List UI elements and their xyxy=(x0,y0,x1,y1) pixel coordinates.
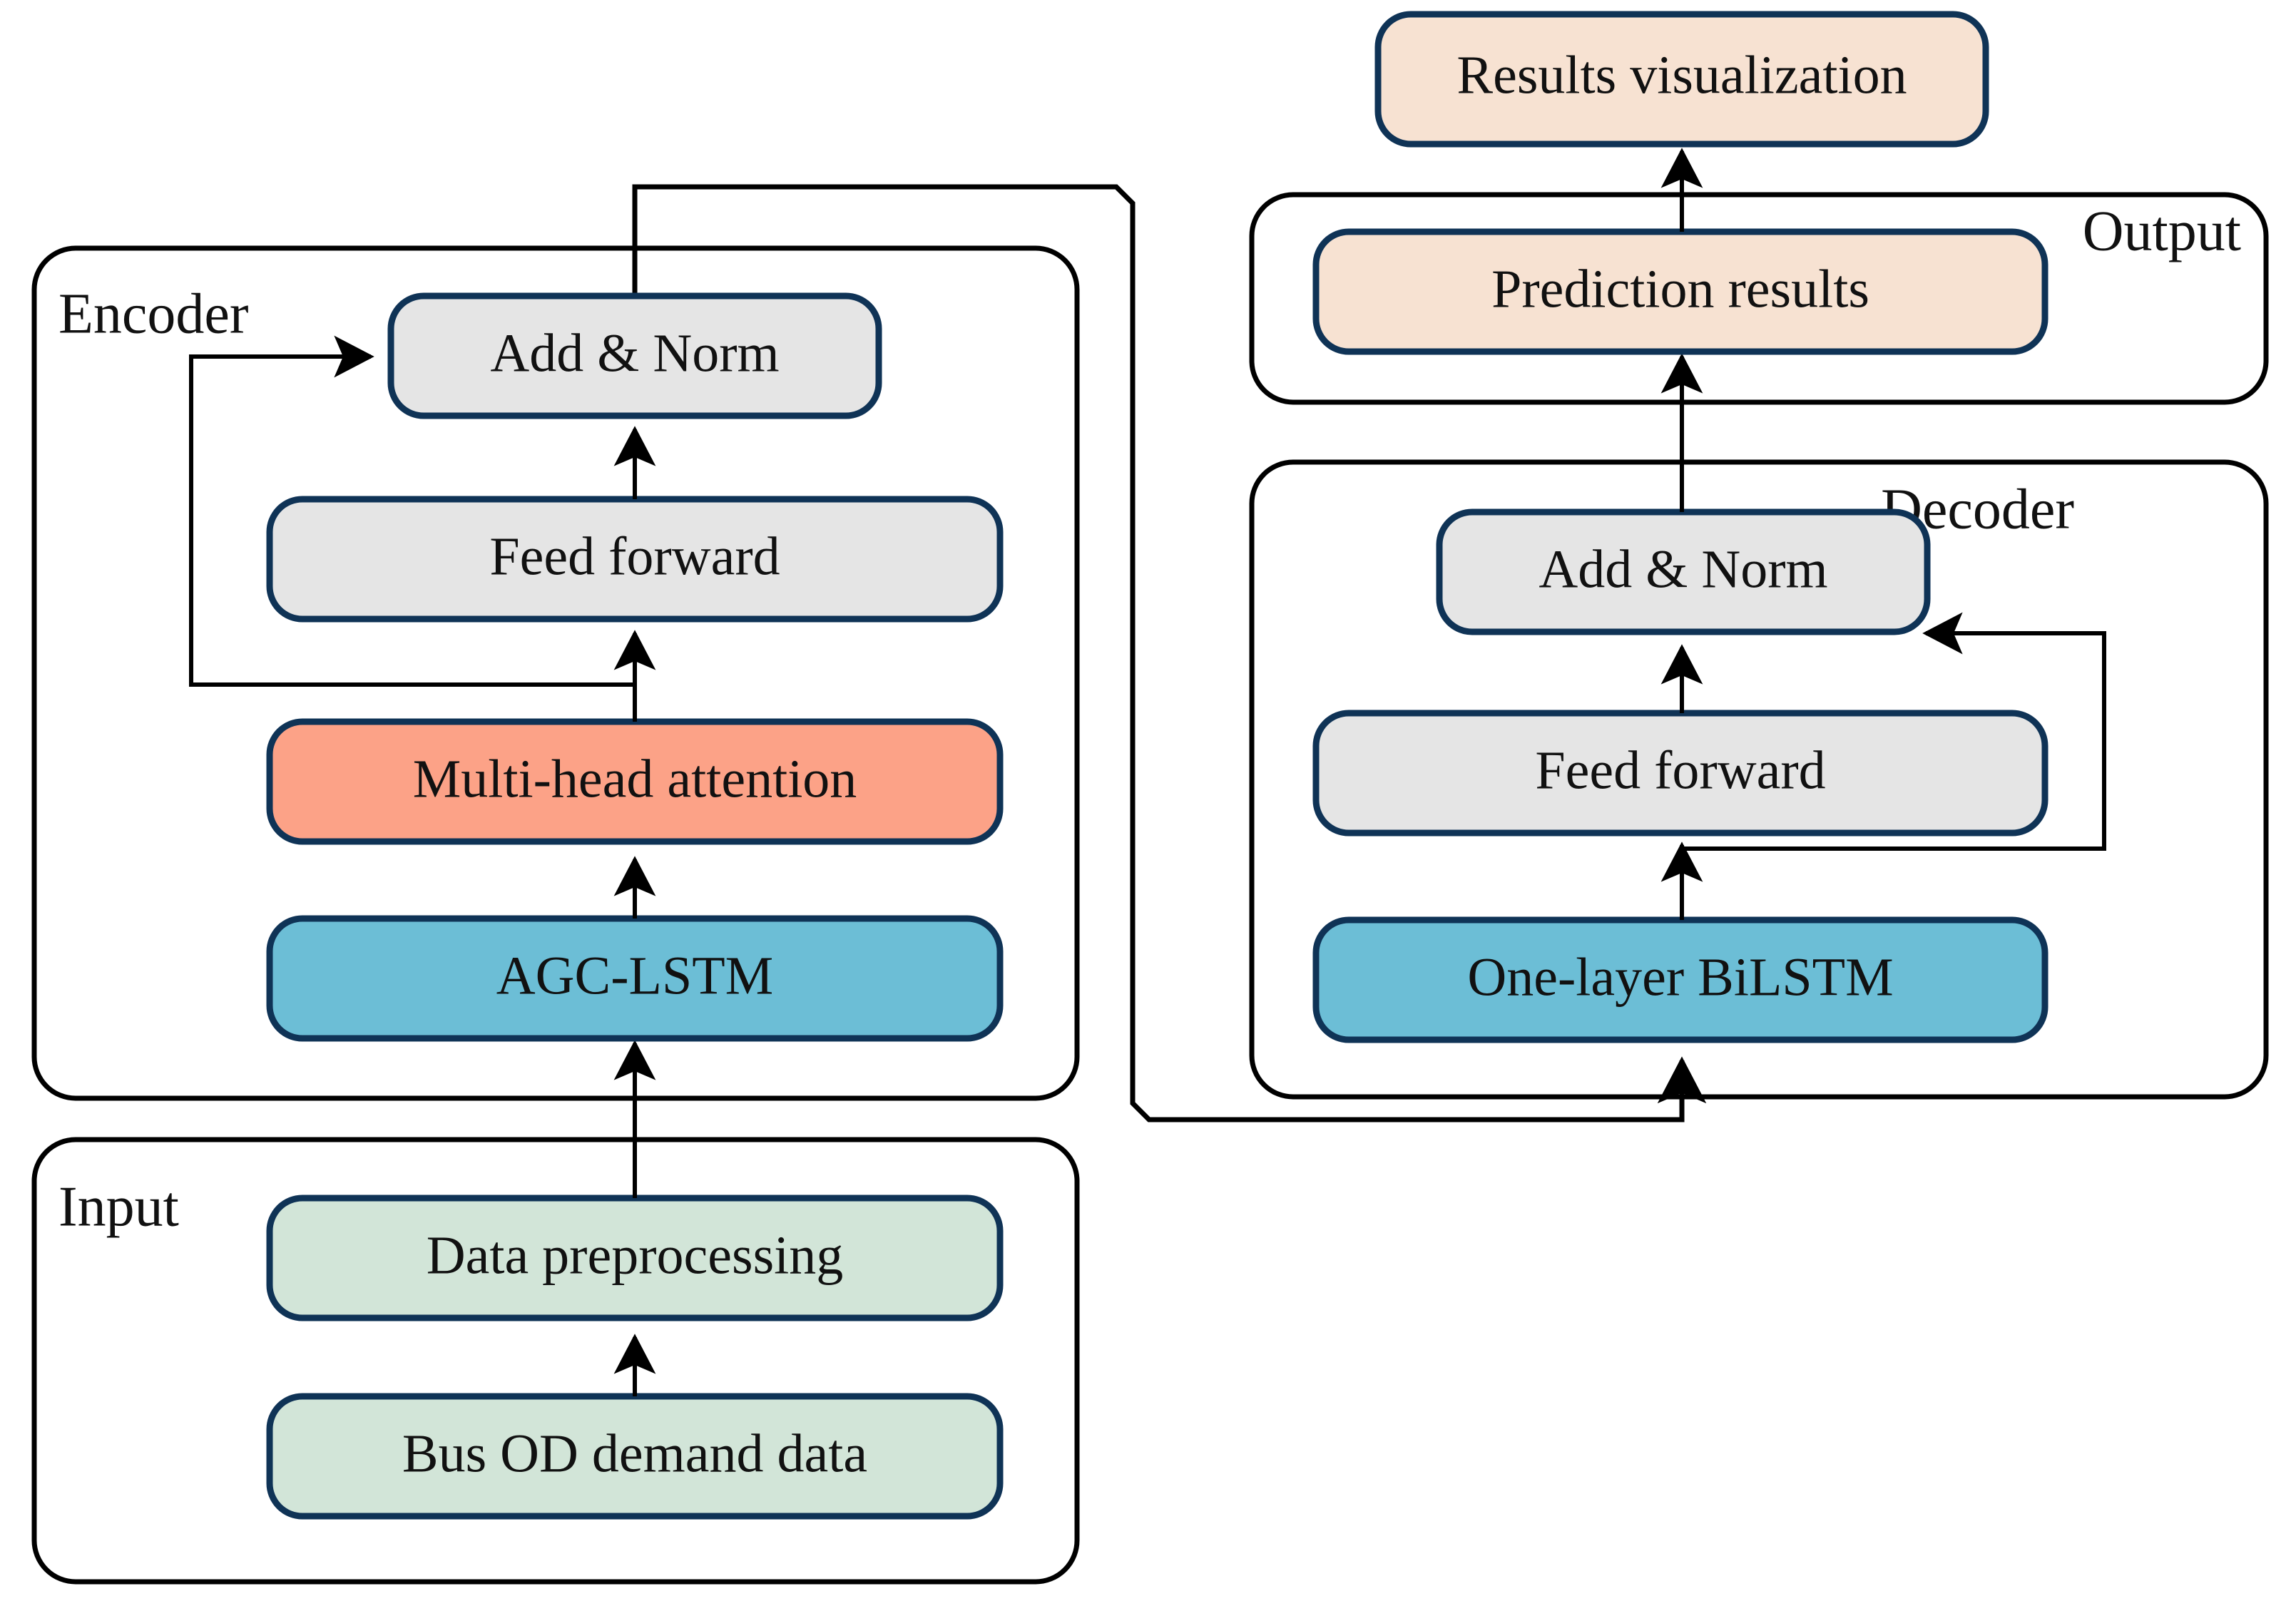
output-group-label: Output xyxy=(2083,200,2241,262)
node-results-visualization[interactable]: Results visualization xyxy=(1374,11,1989,148)
node-label-encoder-feed-forward: Feed forward xyxy=(489,526,780,586)
decoder-residual-path xyxy=(1682,612,2106,851)
node-one-layer-bilstm[interactable]: One-layer BiLSTM xyxy=(1312,916,2048,1043)
node-label-decoder-add-norm: Add & Norm xyxy=(1539,539,1827,599)
node-label-multi-head: Multi-head attention xyxy=(413,749,857,809)
node-label-results-visualization: Results visualization xyxy=(1456,45,1907,105)
node-encoder-add-norm[interactable]: Add & Norm xyxy=(387,292,882,419)
node-data-preprocessing[interactable]: Data preprocessing xyxy=(266,1195,1004,1321)
input-group-label: Input xyxy=(58,1175,179,1238)
node-label-encoder-add-norm: Add & Norm xyxy=(490,323,779,383)
encoder-to-decoder-path xyxy=(632,184,1707,1122)
node-label-prediction-results: Prediction results xyxy=(1491,259,1869,319)
encoder-group-label: Encoder xyxy=(58,282,249,345)
encoder-group-frame xyxy=(31,245,1080,1101)
node-multi-head-attention[interactable]: Multi-head attention xyxy=(266,718,1004,845)
node-decoder-add-norm[interactable]: Add & Norm xyxy=(1436,508,1931,635)
decoder-group-frame xyxy=(1249,459,2269,1100)
encoder-residual-path xyxy=(189,335,635,687)
node-label-bus-od: Bus OD demand data xyxy=(402,1423,867,1483)
node-rect-results-visualization xyxy=(1374,11,1989,148)
node-encoder-feed-forward[interactable]: Feed forward xyxy=(266,496,1004,623)
node-label-data-preprocessing: Data preprocessing xyxy=(427,1225,844,1285)
node-bus-od-demand-data[interactable]: Bus OD demand data xyxy=(266,1393,1004,1520)
node-rect-encoder-add-norm xyxy=(387,292,882,419)
input-group-frame xyxy=(31,1137,1080,1585)
node-decoder-feed-forward[interactable]: Feed forward xyxy=(1312,710,2048,837)
node-label-decoder-feed-forward: Feed forward xyxy=(1535,740,1825,800)
node-agc-lstm[interactable]: AGC-LSTM xyxy=(266,915,1004,1042)
node-prediction-results[interactable]: Prediction results xyxy=(1312,228,2048,355)
output-group-frame xyxy=(1249,192,2269,405)
node-label-bilstm: One-layer BiLSTM xyxy=(1467,947,1893,1007)
node-label-agc-lstm: AGC-LSTM xyxy=(496,946,773,1006)
